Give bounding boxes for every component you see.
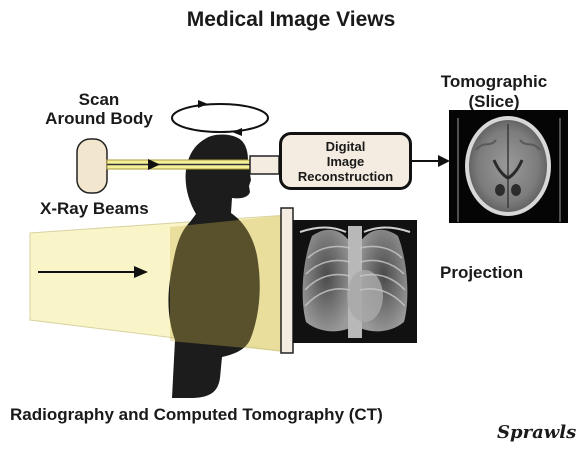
author-signature: Sprawls [497,422,576,443]
digital-image-reconstruction-box: Digital Image Reconstruction [279,132,412,190]
detector-plate [281,208,293,353]
chest-xray-icon [293,220,417,343]
pencil-beam [107,159,250,170]
rotation-arrow-icon [172,100,268,136]
caption: Radiography and Computed Tomography (CT) [10,405,383,425]
reconstruction-arrow [412,155,450,167]
fan-beam-overlay [170,215,288,352]
detector-block [250,156,279,174]
ct-brain-slice-icon [449,110,568,223]
xray-tube-icon [77,139,107,193]
